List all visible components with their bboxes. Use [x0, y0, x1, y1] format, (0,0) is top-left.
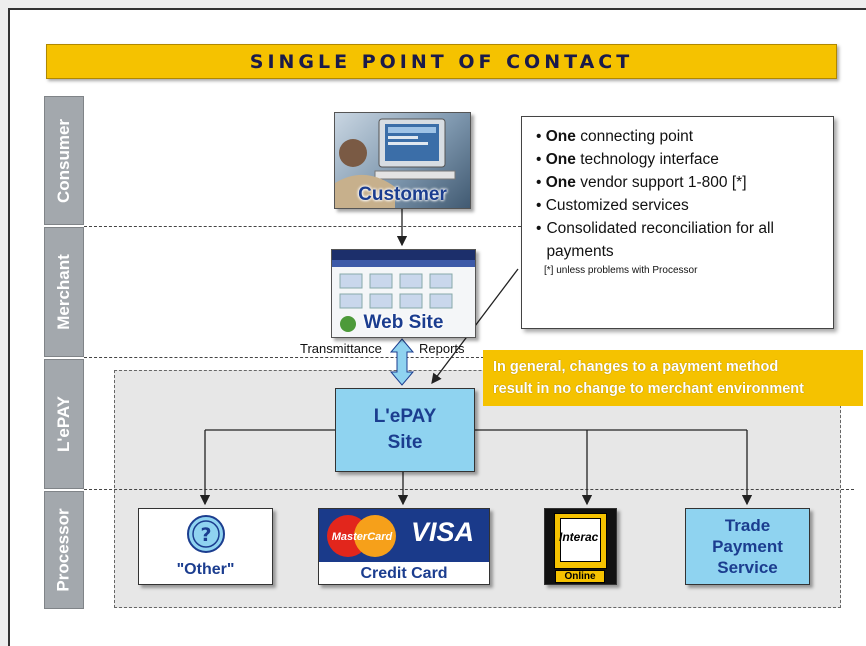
band-consumer: Consumer	[44, 96, 84, 225]
trade-label-line2: Payment	[712, 537, 783, 556]
diagram-title: SINGLE POINT OF CONTACT	[249, 50, 634, 73]
bullet-bold: One	[545, 174, 576, 191]
benefits-callout: • One connecting point • One technology …	[521, 116, 834, 329]
computer-user-illustration	[335, 118, 456, 208]
separator-merchant-lepay	[84, 357, 484, 358]
visa-logo-text: VISA	[411, 517, 475, 547]
bullet-text: Customized services	[545, 197, 689, 214]
bullet-text: connecting point	[575, 128, 694, 145]
interac-online-badge: Online	[555, 570, 605, 583]
double-arrow-website-lepay	[389, 338, 415, 386]
title-bar: SINGLE POINT OF CONTACT	[46, 44, 837, 79]
trade-label-line1: Trade	[724, 516, 771, 535]
website-illustration	[332, 250, 475, 332]
website-image	[331, 249, 476, 338]
question-icon: ?	[187, 515, 225, 553]
bullet-item: • One connecting point	[536, 128, 694, 145]
band-lepay: L'ePAY	[44, 359, 84, 489]
other-processor-label: "Other"	[176, 561, 235, 578]
interac-node: Interac Online	[544, 508, 617, 585]
general-note-line2: result in no change to merchant environm…	[493, 381, 804, 397]
lepay-site-node: L'ePAY Site	[335, 388, 475, 472]
bullet-bold: One	[545, 128, 576, 145]
bullet-item: • Customized services	[536, 197, 689, 214]
bullet-item: •Consolidated reconciliation for all pay…	[536, 220, 774, 260]
website-label: Web Site	[363, 312, 444, 333]
bullet-text: technology interface	[575, 151, 719, 168]
interac-logo-icon: Interac	[554, 513, 607, 569]
mastercard-logo-icon: MasterCard	[327, 515, 396, 557]
bullet-text: Consolidated reconciliation for all paym…	[546, 220, 774, 260]
interac-text: Interac	[559, 530, 599, 544]
bullet-item: • One technology interface	[536, 151, 719, 168]
lepay-site-label-line2: Site	[387, 432, 423, 453]
reports-label: Reports	[419, 341, 465, 356]
footnote: [*] unless problems with Processor	[544, 265, 698, 276]
bullet-item: • One vendor support 1-800 [*]	[536, 174, 747, 191]
svg-text:?: ?	[200, 524, 211, 546]
customer-label: Customer	[358, 184, 447, 205]
band-merchant: Merchant	[44, 227, 84, 357]
trade-label-line3: Service	[717, 558, 778, 577]
separator-lepay-processor	[84, 489, 854, 490]
general-note: In general, changes to a payment method …	[483, 350, 863, 406]
credit-card-node: MasterCard VISA Credit Card	[318, 508, 490, 585]
mastercard-text: MasterCard	[332, 531, 393, 543]
bullet-bold: One	[545, 151, 576, 168]
band-processor: Processor	[44, 491, 84, 609]
credit-card-label: Credit Card	[360, 565, 448, 582]
lepay-site-label-line1: L'ePAY	[373, 406, 437, 427]
transmittance-label: Transmittance	[300, 341, 382, 356]
bullet-text: vendor support 1-800 [*]	[575, 174, 747, 191]
customer-image	[334, 112, 471, 209]
other-processor-node: ? "Other"	[138, 508, 273, 585]
general-note-line1: In general, changes to a payment method	[493, 359, 779, 375]
separator-consumer-merchant	[84, 226, 521, 227]
trade-payment-service-node: Trade Payment Service	[685, 508, 810, 585]
